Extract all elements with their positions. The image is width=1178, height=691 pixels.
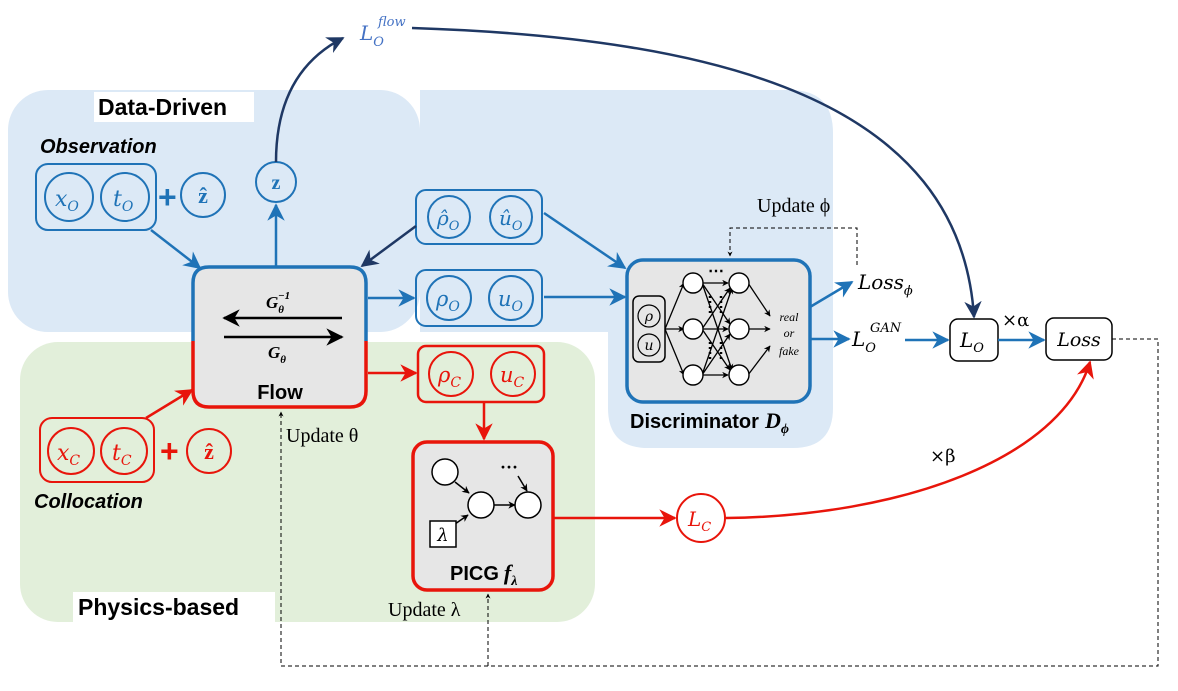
u-o: uO bbox=[498, 287, 524, 315]
observation-z-hat: ẑ bbox=[198, 183, 208, 208]
picg-ellipsis: ··· bbox=[500, 457, 518, 477]
loss-c-node bbox=[676, 493, 726, 543]
total-loss-label: Loss bbox=[1056, 329, 1101, 351]
observation-x: xO bbox=[55, 187, 79, 215]
observation-z-hat-node bbox=[180, 172, 226, 218]
loss-c-label: LC bbox=[687, 507, 711, 535]
loss-o-label: LO bbox=[959, 328, 984, 356]
discriminator-block bbox=[625, 258, 812, 404]
collocation-label: Collocation bbox=[34, 491, 143, 513]
latent-z: z bbox=[272, 172, 281, 194]
discriminator-or: or bbox=[784, 326, 795, 340]
alpha-weight: ×α bbox=[1002, 310, 1029, 331]
discriminator-network bbox=[664, 279, 771, 379]
update-lambda-label: Update λ bbox=[388, 599, 461, 621]
navy-connectors bbox=[274, 26, 982, 319]
red-connectors bbox=[145, 360, 1094, 527]
update-phi-label: Update ϕ bbox=[757, 195, 830, 217]
observed-state-nodes: ρ̂O ûO bbox=[415, 189, 543, 245]
collocation-plus: + bbox=[160, 433, 179, 469]
data-driven-title: Data-Driven bbox=[98, 94, 227, 120]
physics-based-title: Physics-based bbox=[78, 594, 239, 620]
discriminator-ellipsis: ⋯ bbox=[708, 263, 724, 280]
u-c: uC bbox=[500, 363, 525, 391]
collocation-t: tC bbox=[112, 441, 132, 469]
collocation-z-hat: ẑ bbox=[204, 439, 214, 464]
collocation-z-hat-node bbox=[186, 428, 232, 474]
rho-c: ρC bbox=[437, 363, 461, 391]
observation-inputs: xO tO bbox=[35, 163, 157, 231]
rho-o: ρO bbox=[435, 287, 460, 315]
collocation-state-nodes: ρC uC bbox=[416, 344, 546, 404]
picg-lambda: λ bbox=[436, 525, 448, 546]
rho-hat-o: ρ̂O bbox=[436, 206, 460, 234]
loss-flow-label: LOflow bbox=[359, 15, 406, 50]
collocation-inputs: xC tC bbox=[39, 417, 155, 483]
observation-plus: + bbox=[158, 179, 177, 215]
feedback-dashed-lines bbox=[278, 227, 1159, 667]
observation-t: tO bbox=[113, 187, 134, 215]
flow-forward-label: Gθ bbox=[268, 343, 286, 366]
flow-block bbox=[191, 265, 368, 409]
discriminator-input-u: u bbox=[644, 338, 653, 354]
discriminator-fake: fake bbox=[779, 344, 800, 358]
generated-observation-nodes: ρO uO bbox=[415, 269, 543, 327]
collocation-x: xC bbox=[57, 441, 80, 469]
observation-label: Observation bbox=[40, 136, 157, 158]
u-hat-o: ûO bbox=[499, 206, 523, 234]
update-theta-label: Update θ bbox=[286, 425, 358, 447]
loss-phi-label: Lossϕ bbox=[857, 270, 913, 299]
blue-connectors bbox=[150, 203, 1046, 349]
flow-inverse-label: Gθ−1 bbox=[266, 290, 290, 316]
discriminator-real: real bbox=[780, 310, 800, 324]
beta-weight: ×β bbox=[930, 446, 956, 467]
discriminator-input-rho: ρ bbox=[644, 309, 654, 325]
loss-gan-label: LOGAN bbox=[851, 321, 902, 356]
picg-block bbox=[411, 440, 555, 592]
flow-label: Flow bbox=[257, 382, 303, 404]
